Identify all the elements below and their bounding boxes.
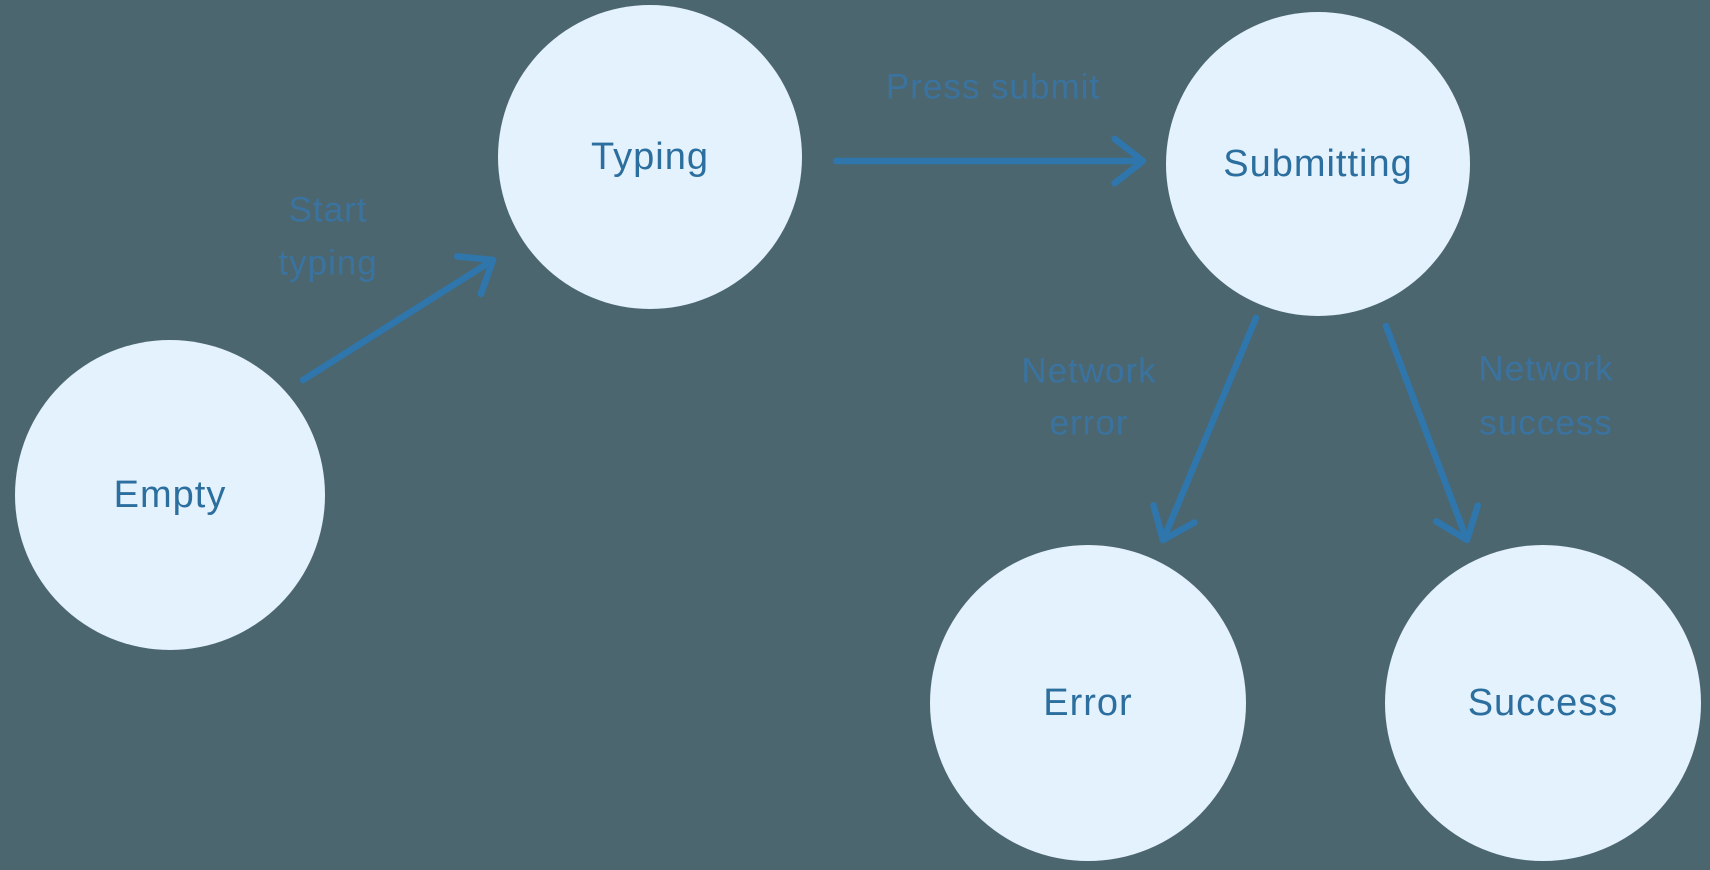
- transition-arrow-shaft-network-error: [1159, 314, 1260, 544]
- transition-arrow-shaft-start-typing: [299, 256, 497, 384]
- state-node-success: Success: [1385, 545, 1701, 861]
- state-node-empty: Empty: [15, 340, 325, 650]
- state-circle-typing: [498, 5, 802, 309]
- state-circle-success: [1385, 545, 1701, 861]
- transition-arrowhead-start-typing: [453, 253, 497, 298]
- transition-press-submit: Press submit: [832, 68, 1147, 187]
- transition-start-typing: Start typing: [278, 191, 497, 384]
- transition-arrowhead-network-success: [1432, 502, 1481, 544]
- transition-arrowhead-network-error: [1150, 502, 1198, 544]
- transition-network-success: Network success: [1382, 322, 1613, 544]
- transition-arrow-shaft-network-success: [1382, 322, 1471, 544]
- transition-label-network-error-line2: error: [1050, 404, 1129, 443]
- state-node-error: Error: [930, 545, 1246, 861]
- state-label-typing: Typing: [591, 136, 709, 178]
- transition-label-press-submit-line1: Press submit: [886, 68, 1100, 107]
- transition-label-network-success-line1: Network: [1478, 350, 1613, 389]
- state-circle-submitting: [1166, 12, 1470, 316]
- state-node-submitting: Submitting: [1166, 12, 1470, 316]
- state-node-typing: Typing: [498, 5, 802, 309]
- state-label-empty: Empty: [114, 474, 227, 516]
- state-label-success: Success: [1468, 682, 1619, 724]
- transition-label-network-error-line1: Network: [1021, 352, 1156, 391]
- state-circle-error: [930, 545, 1246, 861]
- transition-label-network-success-line2: success: [1479, 404, 1612, 443]
- transition-arrowhead-press-submit: [1111, 135, 1147, 187]
- transition-network-error: Network error: [1021, 314, 1260, 544]
- transition-label-start-typing-line2: typing: [278, 244, 377, 283]
- state-label-submitting: Submitting: [1223, 143, 1413, 185]
- state-circle-empty: [15, 340, 325, 650]
- transition-label-start-typing-line1: Start: [289, 191, 368, 230]
- state-label-error: Error: [1043, 682, 1132, 724]
